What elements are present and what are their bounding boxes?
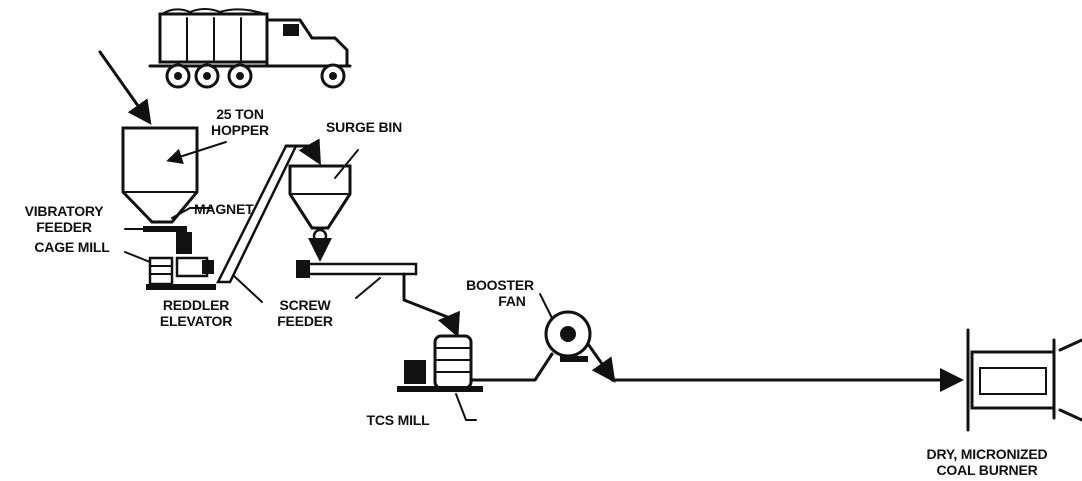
burner-label-line1: DRY, MICRONIZED [927,446,1048,462]
reddler-elevator-label-line1: REDDLER [163,297,229,313]
screw-feeder [296,260,460,338]
cage-mill-label: CAGE MILL [34,239,110,255]
booster-fan-label-line2: FAN [498,293,525,309]
screw-feeder-label-line1: SCREW [279,297,331,313]
booster-fan [469,293,616,383]
vibratory-feeder-label-line1: VIBRATORY [25,203,105,219]
hopper-label-line2: HOPPER [211,122,269,138]
vibratory-feeder-label-line2: FEEDER [36,219,92,235]
booster-fan-label-line1: BOOSTER [466,277,534,293]
screw-feeder-label-line2: FEEDER [277,313,333,329]
tcs-mill-label: TCS MILL [367,412,431,428]
surge-bin-label: SURGE BIN [326,119,402,135]
hopper-label-line1: 25 TON [216,106,264,122]
magnet-label: MAGNET [194,201,254,217]
vibratory-feeder [124,226,192,254]
hopper [121,126,227,224]
truck-to-hopper-arrow [98,50,152,125]
reddler-elevator [215,138,321,303]
surge-bin [288,149,359,262]
truck-wheels [165,63,346,89]
reddler-elevator-label-line2: ELEVATOR [160,313,232,329]
burner-label-line2: COAL BURNER [937,462,1038,478]
magnet [171,207,213,219]
tcs-mill [397,334,483,421]
cage-mill [124,251,216,290]
coal-burner [966,328,1082,432]
dump-truck [148,8,352,89]
